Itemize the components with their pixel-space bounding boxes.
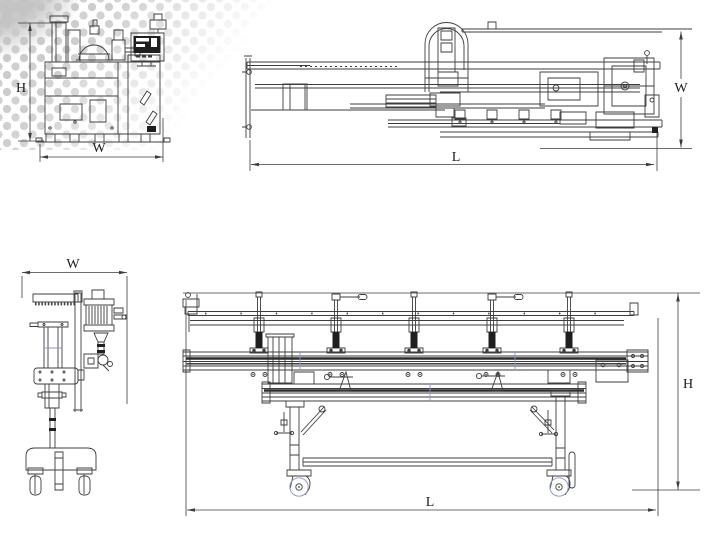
dim-label-length-top: L bbox=[452, 150, 461, 165]
view-top: W L bbox=[242, 21, 692, 171]
dim-label-length-front: L bbox=[426, 495, 435, 510]
dim-label-width-side: W bbox=[92, 141, 106, 156]
side-view-dim-width: W bbox=[39, 118, 164, 162]
dim-label-width-end: W bbox=[66, 257, 80, 272]
view-end: W bbox=[21, 257, 128, 496]
side-view-dim-height: H bbox=[16, 22, 66, 142]
top-view-dim-width: W bbox=[540, 31, 692, 149]
end-view-dim-width: W bbox=[21, 257, 128, 404]
top-view-dim-length: L bbox=[249, 127, 658, 171]
front-view-dim-length: L bbox=[185, 300, 659, 516]
top-view-linework bbox=[242, 21, 692, 141]
end-view-linework bbox=[25, 289, 127, 496]
dim-label-height-side: H bbox=[16, 81, 26, 96]
side-view-linework bbox=[35, 13, 171, 143]
view-front: H L bbox=[182, 291, 700, 516]
front-view-dim-height: H bbox=[183, 292, 700, 491]
dim-label-width-top: W bbox=[674, 81, 688, 96]
front-view-linework bbox=[182, 291, 649, 497]
dim-label-height-front: H bbox=[683, 377, 693, 392]
view-side: H W bbox=[16, 13, 171, 162]
